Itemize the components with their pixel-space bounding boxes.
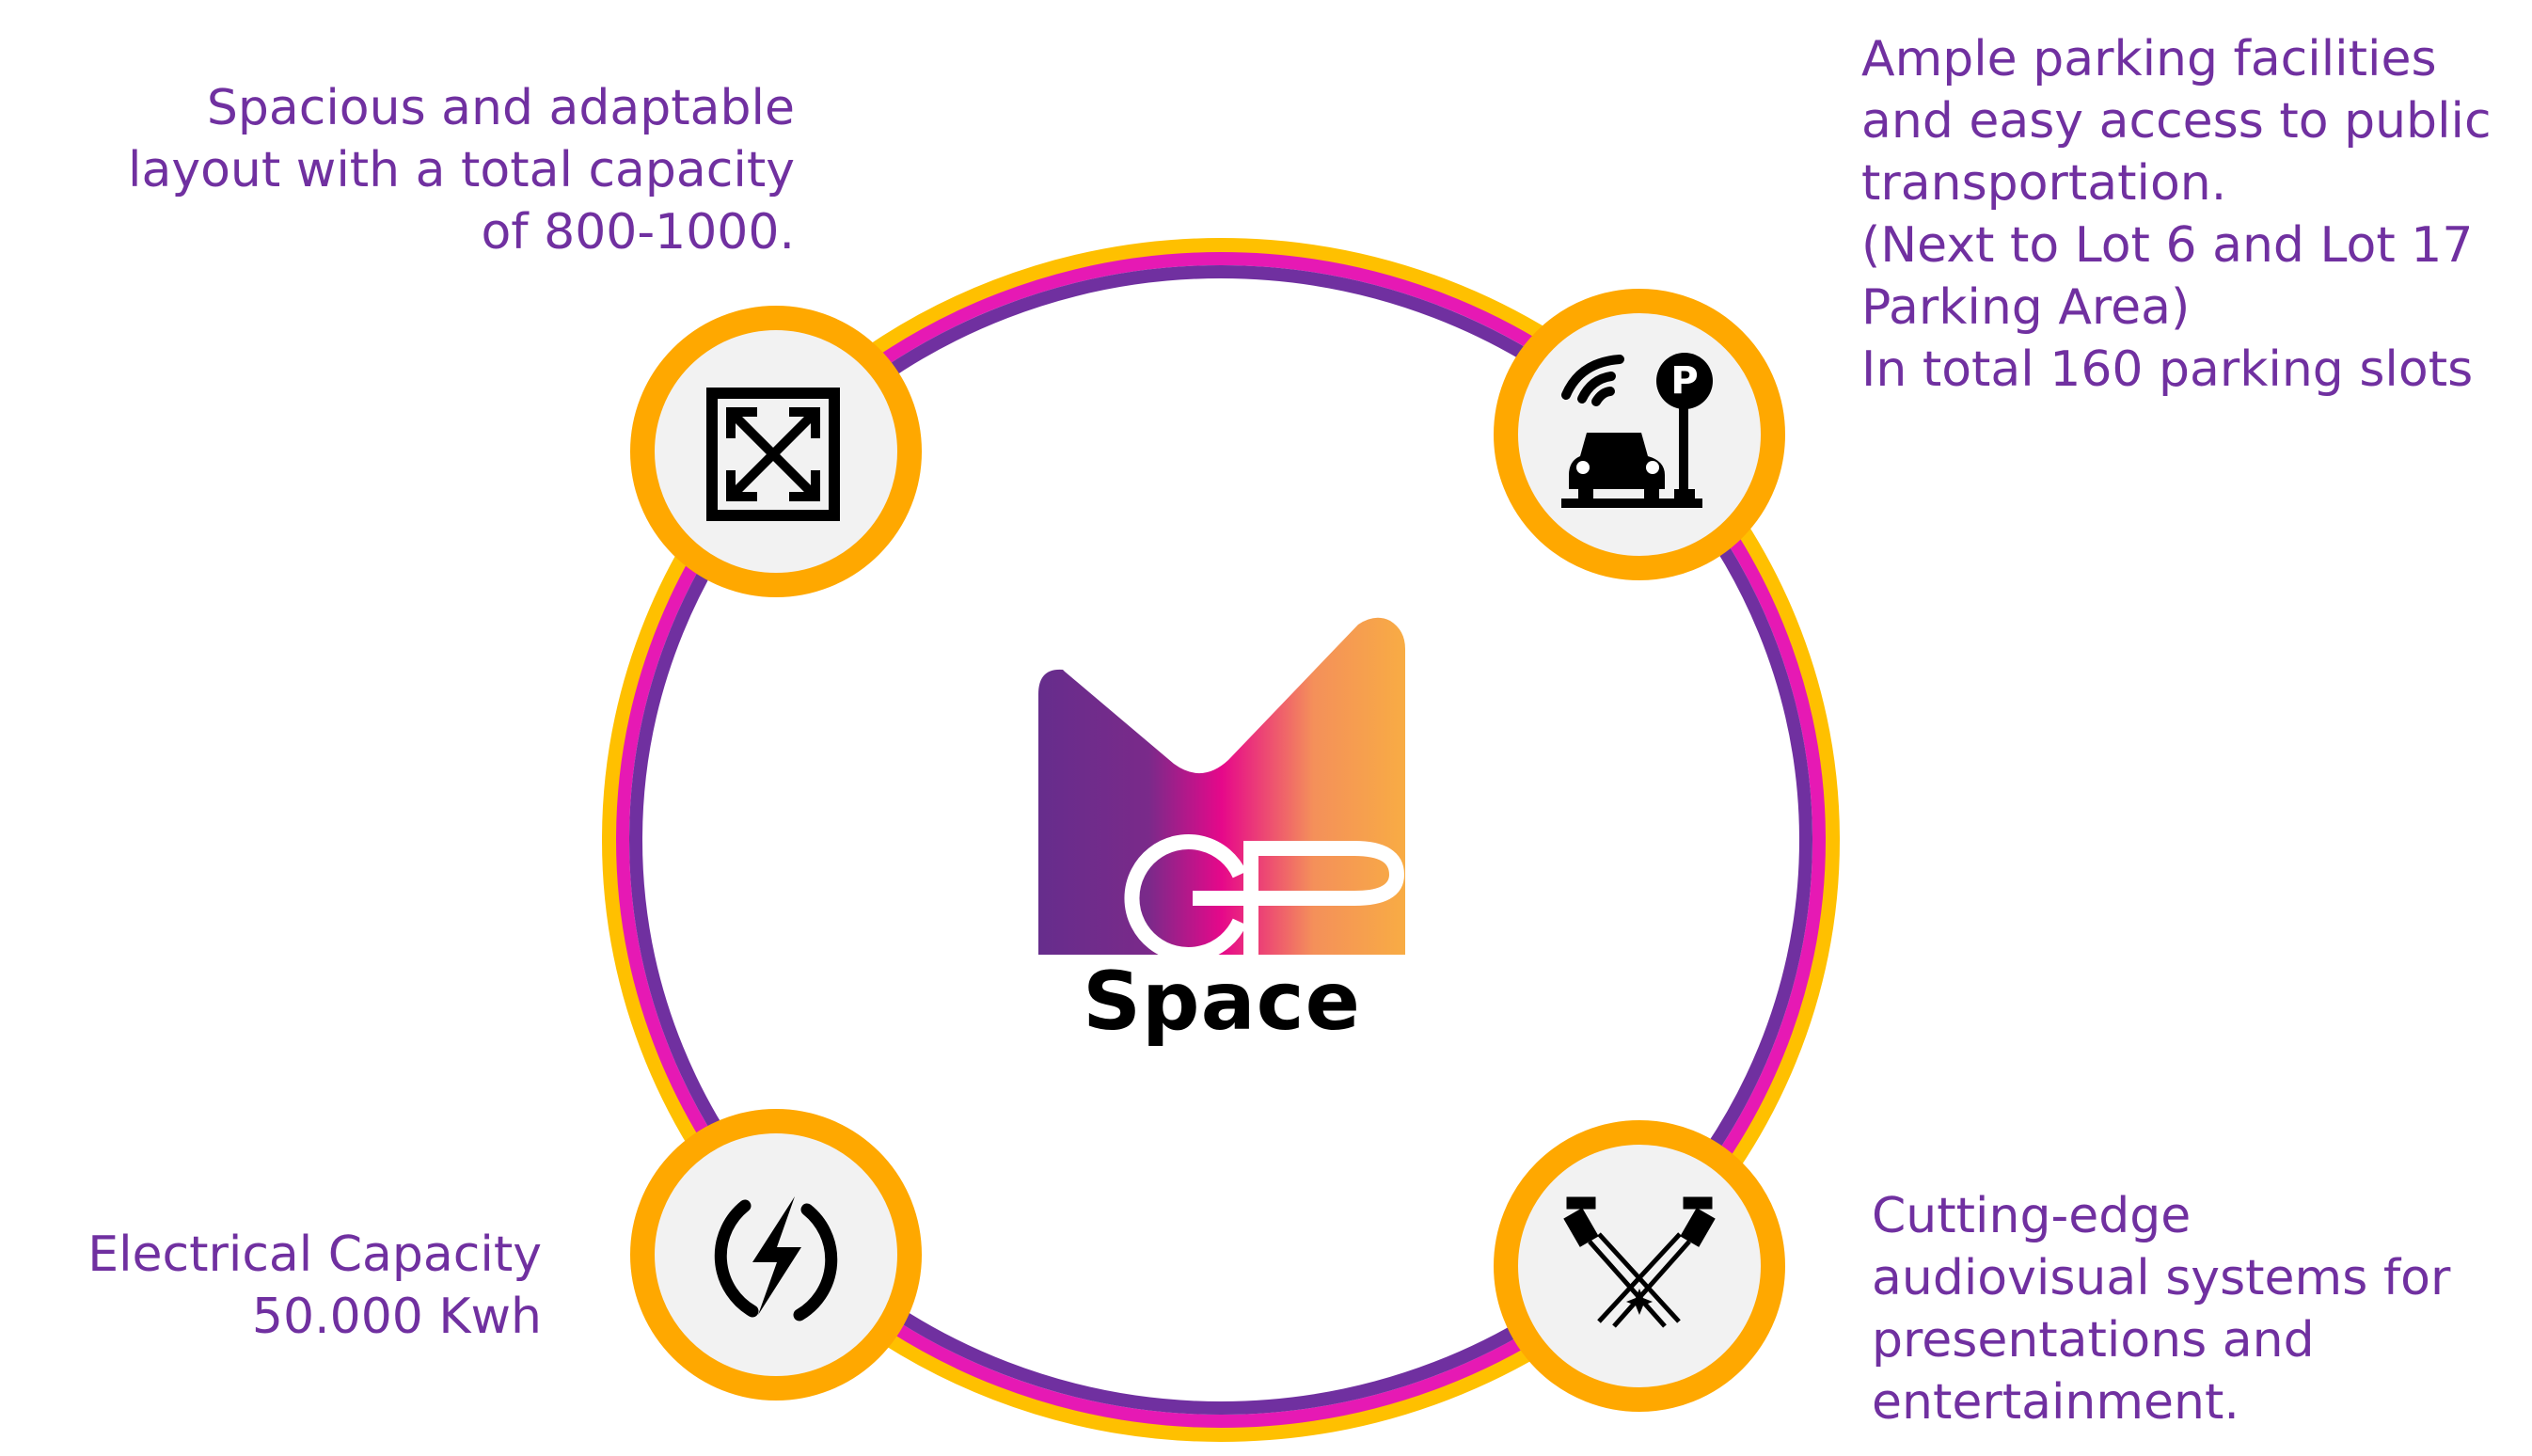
parking-icon: P	[1561, 353, 1713, 508]
logo-name: Space	[1083, 955, 1361, 1049]
gp-space-logo	[1038, 617, 1405, 962]
badge-parking: P	[1494, 289, 1785, 580]
badge-electrical	[630, 1109, 922, 1401]
expand-arrows-icon	[706, 388, 840, 521]
feature-audiovisual-text: Cutting-edge audiovisual systems for pre…	[1872, 1188, 2451, 1431]
badge-audiovisual	[1494, 1120, 1785, 1412]
outer-ring	[602, 238, 1840, 1442]
feature-electrical-text: Electrical Capacity 50.000 Kwh	[87, 1227, 542, 1345]
feature-parking-text: Ample parking facilities and easy access…	[1861, 31, 2492, 398]
svg-text:P: P	[1670, 359, 1698, 403]
feature-capacity-text: Spacious and adaptable layout with a tot…	[128, 80, 795, 261]
lightning-icon	[714, 1196, 838, 1321]
badge-capacity	[630, 306, 922, 597]
spotlight-icon	[1563, 1196, 1716, 1328]
